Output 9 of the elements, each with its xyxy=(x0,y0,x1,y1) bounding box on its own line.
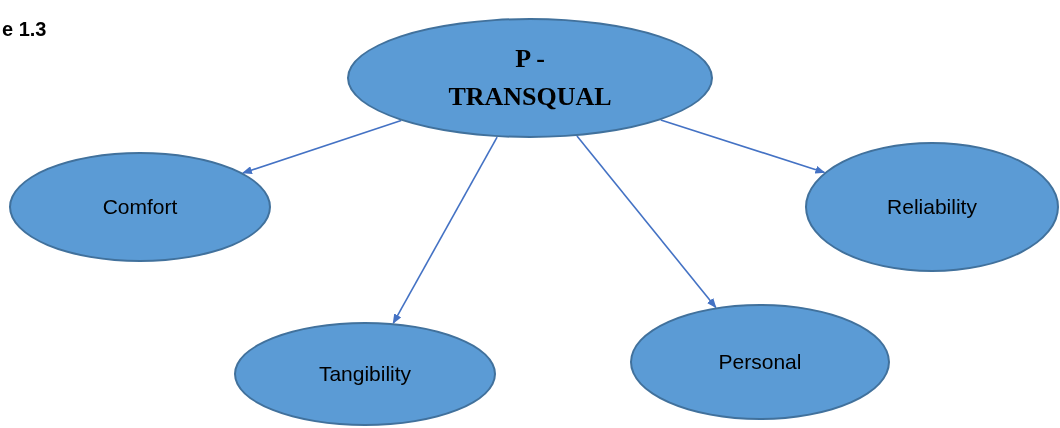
arrow xyxy=(660,119,826,174)
node-label: P - TRANSQUAL xyxy=(447,43,613,113)
figure-number: e 1.3 xyxy=(2,17,47,42)
arrow xyxy=(392,136,498,325)
node-label: Tangibility xyxy=(318,361,412,388)
node-label: Reliability xyxy=(887,194,977,221)
arrow xyxy=(241,119,402,174)
node-label: Personal xyxy=(718,349,802,376)
node-label: Comfort xyxy=(102,194,178,221)
